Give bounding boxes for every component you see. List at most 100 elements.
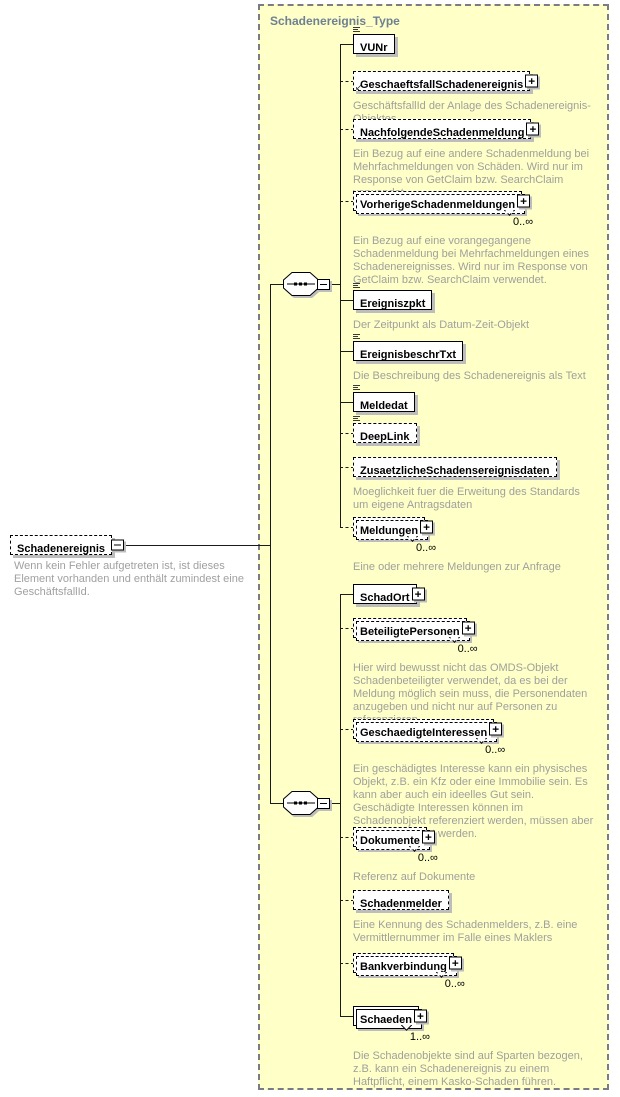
element-box-meldedat[interactable]: Meldedat — [353, 385, 415, 412]
element-nachfolgendeschadenmeldung: NachfolgendeSchadenmeldung + Ein Bezug a… — [353, 119, 597, 200]
connector — [340, 1016, 354, 1017]
connector — [340, 628, 354, 629]
element-zusaetzlicheschadensereignisdaten: ZusaetzlicheSchadensereignisdaten Moegli… — [353, 457, 597, 512]
text-content-icon — [353, 283, 361, 289]
element-box-nachfolgendeschadenmeldung[interactable]: NachfolgendeSchadenmeldung + — [353, 119, 540, 139]
element-bankverbindung: Bankverbindung + 0..∞ — [353, 953, 465, 990]
element-annotation: Ein geschädigtes Interesse kann ein phys… — [353, 763, 594, 840]
collapse-icon[interactable] — [317, 279, 330, 290]
element-annotation: Eine Kennung des Schadenmelders, z.B. ei… — [353, 919, 578, 944]
connector — [340, 594, 341, 1017]
expand-icon[interactable]: + — [413, 1009, 427, 1023]
element-box-geschaeftsfallschadenereignis[interactable]: ↙ GeschaeftsfallSchadenereignis + — [353, 71, 539, 92]
element-ereignisbeschrtxt: EreignisbeschrTxt Die Beschreibung des S… — [353, 334, 597, 383]
element-dokumente: Dokumente + 0..∞ Referenz auf Dokumente — [353, 827, 597, 884]
connector — [340, 837, 354, 838]
element-annotation: Ein Bezug auf eine vorangegangene Schade… — [353, 235, 590, 286]
element-box-vorherigeschadenmeldungen[interactable]: VorherigeSchadenmeldungen + 0..∞ — [353, 191, 533, 228]
element-box-vunr[interactable]: VUNr — [353, 27, 395, 54]
expand-icon[interactable]: + — [448, 956, 462, 970]
element-ereigniszpkt: Ereigniszpkt Der Zeitpunkt als Datum-Zei… — [353, 283, 597, 332]
connector — [340, 44, 354, 45]
connector — [340, 594, 354, 595]
connector — [340, 81, 354, 82]
connector — [340, 201, 354, 202]
element-annotation: Hier wird bewusst nicht das OMDS-Objekt … — [353, 662, 588, 726]
element-meldungen: Meldungen + 0..∞ Eine oder mehrere Meldu… — [353, 517, 597, 574]
expand-icon[interactable]: + — [411, 587, 425, 601]
complextype-title: Schadenereignis_Type — [270, 14, 400, 28]
connector — [270, 803, 284, 804]
cardinality-label: 0..∞ — [415, 542, 437, 554]
connector — [340, 467, 354, 468]
connector — [340, 433, 354, 434]
element-box-schadenereignis[interactable]: Schadenereignis — [10, 535, 125, 555]
element-annotation: Moeglichkeit fuer die Erweitung des Stan… — [353, 486, 580, 511]
element-name: Schadenereignis — [17, 543, 106, 555]
element-annotation: Die Schadenobjekte sind auf Sparten bezo… — [353, 1050, 583, 1088]
cardinality-label: 0..∞ — [485, 744, 506, 756]
element-schaeden: Schaeden + 1..∞ Die Schadenobjekte sind … — [353, 1006, 597, 1089]
cardinality-label: 0..∞ — [444, 978, 465, 990]
sequence-icon[interactable] — [283, 791, 319, 815]
element-box-geschaedigteinteressen[interactable]: GeschaedigteInteressen + 0..∞ — [353, 719, 505, 756]
element-annotation: Ein Bezug auf eine andere Schadenmeldung… — [353, 148, 590, 199]
expand-icon[interactable]: + — [525, 74, 539, 88]
sequence-icon[interactable] — [283, 272, 319, 296]
cardinality-label: 0..∞ — [512, 216, 534, 228]
cardinality-label: 0..∞ — [457, 643, 478, 655]
element-schadenmelder: Schadenmelder Eine Kennung des Schadenme… — [353, 890, 597, 945]
element-deeplink: DeepLink — [353, 416, 417, 445]
element-box-zusaetzlicheschadensereignisdaten[interactable]: ZusaetzlicheSchadensereignisdaten — [353, 457, 557, 477]
element-box-schadort[interactable]: SchadOrt + — [353, 584, 425, 604]
expand-icon[interactable]: + — [461, 621, 475, 635]
element-annotation: Wenn kein Fehler aufgetreten ist, ist di… — [14, 560, 244, 598]
element-annotation: Die Beschreibung des Schadenereignis als… — [353, 370, 586, 382]
element-box-bankverbindung[interactable]: Bankverbindung + 0..∞ — [353, 953, 465, 990]
expand-icon[interactable]: + — [489, 722, 503, 736]
text-content-icon — [353, 385, 361, 391]
expand-icon[interactable]: + — [517, 194, 531, 208]
element-box-beteiligtepersonen[interactable]: BeteiligtePersonen + 0..∞ — [353, 618, 478, 655]
element-beteiligtepersonen: BeteiligtePersonen + 0..∞ Hier wird bewu… — [353, 618, 597, 727]
expand-icon[interactable]: + — [421, 830, 435, 844]
cardinality-label: 1..∞ — [409, 1031, 430, 1043]
connector — [329, 284, 341, 285]
connector — [270, 284, 271, 804]
connector — [329, 803, 341, 804]
connector — [340, 44, 341, 528]
connector — [340, 729, 354, 730]
element-vunr: VUNr — [353, 27, 395, 56]
text-content-icon — [353, 27, 361, 33]
element-meldedat: Meldedat — [353, 385, 415, 414]
element-annotation: Referenz auf Dokumente — [353, 871, 476, 883]
element-geschaedigteinteressen: GeschaedigteInteressen + 0..∞ Ein geschä… — [353, 719, 597, 841]
connector — [340, 963, 354, 964]
text-content-icon — [353, 416, 361, 422]
connector — [340, 527, 354, 528]
collapse-icon[interactable] — [317, 798, 330, 809]
element-box-meldungen[interactable]: Meldungen + 0..∞ — [353, 517, 436, 554]
connector — [340, 351, 354, 352]
cardinality-label: 0..∞ — [417, 852, 438, 864]
connector — [340, 900, 354, 901]
expand-icon[interactable]: + — [526, 122, 540, 136]
element-vorherigeschadenmeldungen: VorherigeSchadenmeldungen + 0..∞ Ein Bez… — [353, 191, 597, 287]
element-box-dokumente[interactable]: Dokumente + 0..∞ — [353, 827, 438, 864]
collapse-icon[interactable] — [111, 539, 125, 551]
element-box-ereigniszpkt[interactable]: Ereigniszpkt — [353, 283, 433, 310]
element-box-ereignisbeschrtxt[interactable]: EreignisbeschrTxt — [353, 334, 463, 361]
element-geschaeftsfallschadenereignis: ↙ GeschaeftsfallSchadenereignis + Geschä… — [353, 71, 597, 126]
element-box-schaeden[interactable]: Schaeden + 1..∞ — [353, 1006, 430, 1043]
element-box-deeplink[interactable]: DeepLink — [353, 416, 417, 443]
connector — [270, 284, 284, 285]
connector — [340, 129, 354, 130]
expand-icon[interactable]: + — [420, 520, 434, 534]
text-content-icon — [353, 334, 361, 340]
element-box-schadenmelder[interactable]: Schadenmelder — [353, 890, 449, 910]
element-reference-icon: ↙ — [355, 82, 363, 92]
element-annotation: Der Zeitpunkt als Datum-Zeit-Objekt — [353, 319, 530, 331]
element-annotation: Eine oder mehrere Meldungen zur Anfrage — [353, 561, 561, 573]
connector — [340, 300, 354, 301]
